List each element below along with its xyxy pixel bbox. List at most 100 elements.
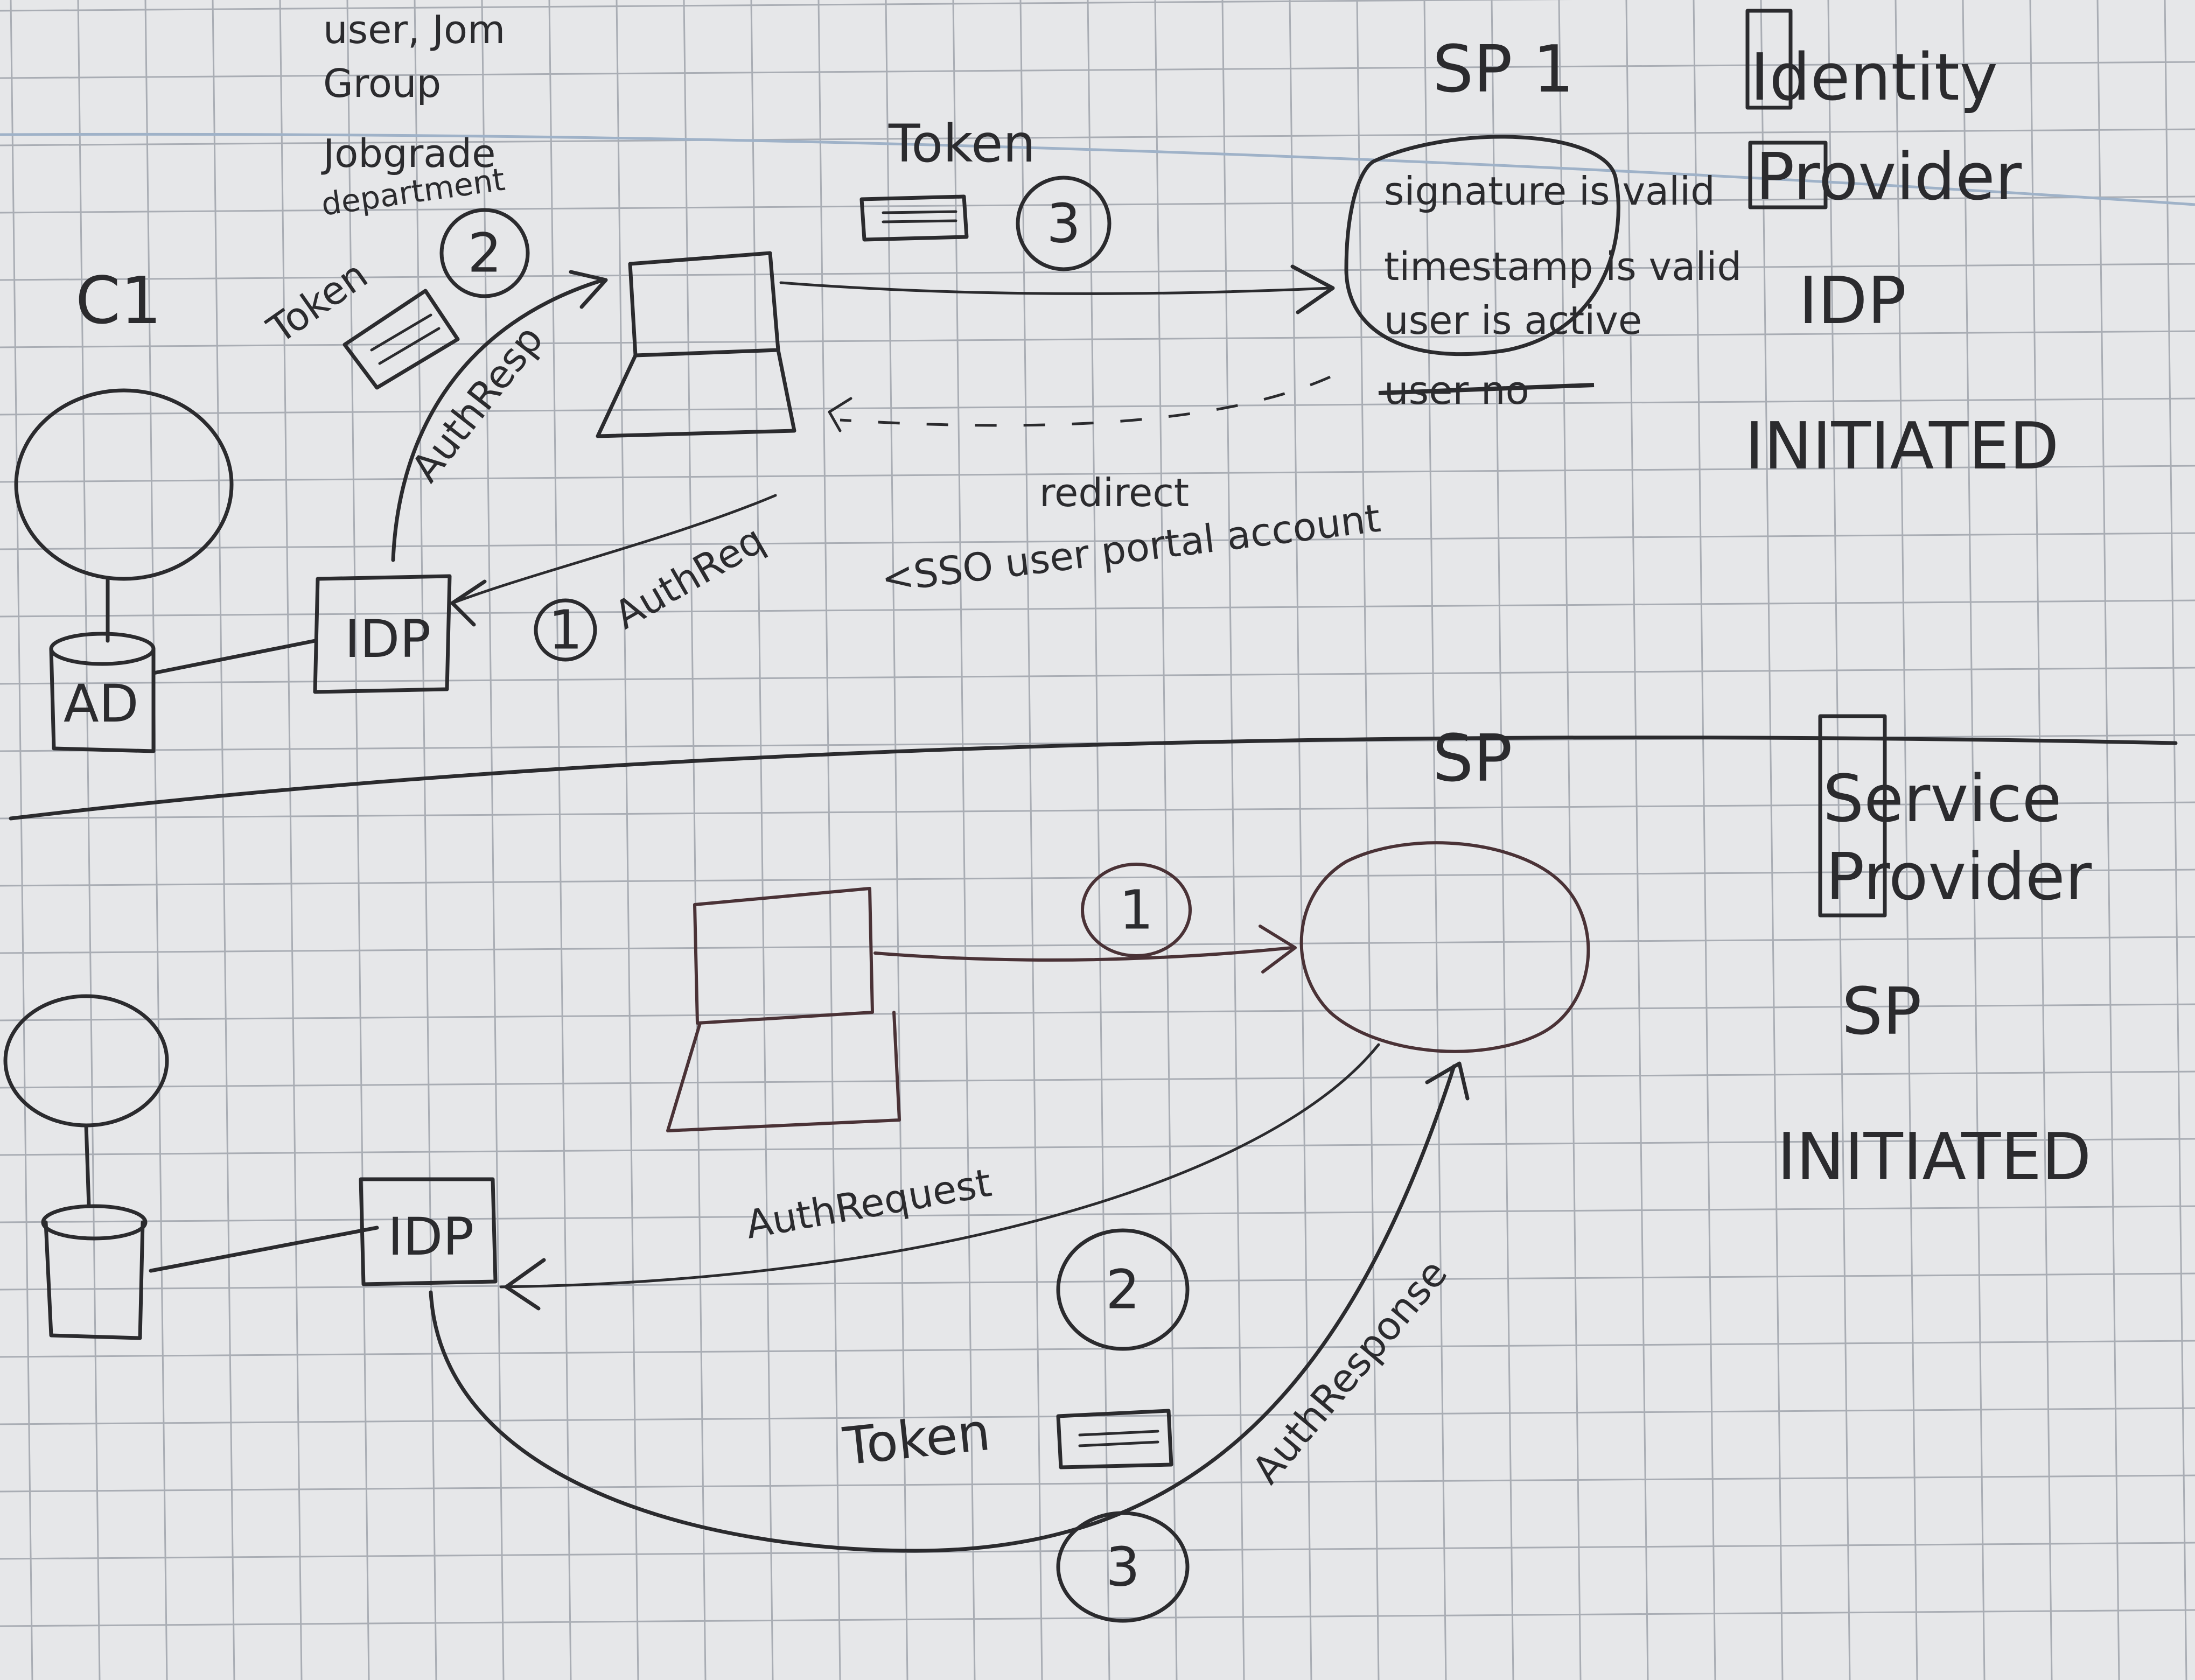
ad-idp-link — [151, 639, 317, 675]
user-figure-top — [14, 388, 234, 643]
token-top-label: Token — [888, 114, 1036, 174]
step-2-bottom-label: 2 — [1106, 1258, 1140, 1321]
grid-line-h — [0, 667, 2195, 685]
laptop-to-sp-arrow-bottom — [873, 925, 1297, 974]
step-2-top: 2 — [439, 208, 530, 298]
step-1-bottom: 1 — [1081, 863, 1192, 957]
grid-line-v — [1693, 0, 1716, 1680]
strikethrough — [1378, 383, 1595, 395]
grid-line-v — [2096, 0, 2120, 1680]
database-bottom — [41, 1204, 148, 1340]
grid-line-v — [10, 0, 33, 1680]
grid-line-v — [885, 0, 908, 1680]
grid-line-h — [0, 936, 2195, 954]
grid-line-h — [0, 1474, 2195, 1493]
grid-line-h — [0, 1205, 2195, 1223]
step-1-top: 1 — [534, 598, 597, 662]
grid-line-v — [1423, 0, 1447, 1680]
authresponse-label: AuthResponse — [1243, 1251, 1456, 1492]
user-figure-bottom — [3, 994, 169, 1208]
grid-line-h — [0, 195, 2195, 214]
grid-line-h — [0, 1070, 2195, 1089]
grid-line-v — [144, 0, 168, 1680]
grid-line-v — [346, 0, 370, 1680]
grid-line-v — [1356, 0, 1380, 1680]
check-timestamp: timestamp is valid — [1384, 244, 1742, 289]
authreq-arrow: AuthReq — [450, 494, 777, 638]
token-top: Token — [859, 114, 1036, 242]
authresp-arrow: AuthResp — [391, 270, 608, 562]
grid-line-v — [414, 0, 437, 1680]
sp1-label: SP 1 — [1432, 32, 1574, 107]
grid-line-h — [0, 1138, 2195, 1156]
grid-line-v — [1491, 0, 1514, 1680]
section-divider — [9, 736, 2178, 821]
grid-line-h — [0, 128, 2195, 146]
grid-line-v — [1895, 0, 1918, 1680]
grid-line-v — [683, 0, 707, 1680]
legend-idp-abbr: IDP — [1799, 264, 1906, 339]
grid-line-h — [0, 1340, 2195, 1358]
grid-line-v — [1019, 0, 1043, 1680]
grid-line-v — [1827, 0, 1851, 1680]
grid-line-v — [77, 0, 101, 1680]
grid-line-v — [279, 0, 303, 1680]
grid-line-v — [2029, 0, 2053, 1680]
legend-idp-initiated: Identity Provider IDP INITIATED — [1745, 9, 2059, 484]
user-attr-3: Jobgrade — [321, 131, 495, 176]
step-3-bottom-label: 3 — [1106, 1536, 1140, 1599]
user-attr-2: Group — [323, 61, 441, 106]
grid-line-h — [0, 465, 2195, 483]
legend-idp-mode: INITIATED — [1745, 409, 2059, 484]
sp-label-bottom: SP — [1432, 722, 1513, 796]
authreq-label: AuthReq — [607, 516, 772, 638]
step-2-top-label: 2 — [467, 222, 502, 285]
step-2-bottom: 2 — [1056, 1228, 1190, 1351]
grid-line-h — [0, 1272, 2195, 1291]
db-idp-link — [149, 1226, 379, 1273]
check-signature: signature is valid — [1384, 169, 1715, 214]
legend-sp-title-1: Service — [1823, 762, 2062, 837]
grid-line-v — [750, 0, 774, 1680]
grid-line-v — [1760, 0, 1784, 1680]
grid-line-v — [1154, 0, 1178, 1680]
idp-label-bottom: IDP — [388, 1207, 474, 1267]
step-3-top: 3 — [1016, 176, 1112, 271]
check-user-active: user is active — [1384, 298, 1642, 343]
grid-line-v — [616, 0, 639, 1680]
step-1-top-label: 1 — [548, 599, 583, 662]
laptop-bottom — [666, 887, 901, 1132]
authresponse-arrow: AuthResponse — [429, 1061, 1470, 1553]
grid-line-h — [0, 330, 2195, 348]
grid-line-h — [0, 0, 1574, 12]
authresp-label: AuthResp — [402, 317, 551, 490]
laptop-top — [596, 251, 796, 438]
user-attr-1: user, Jom — [323, 7, 505, 52]
grid-line-v — [481, 0, 505, 1680]
grid-line-h — [0, 801, 2195, 820]
grid-line-v — [1558, 0, 1582, 1680]
grid-line-v — [1289, 0, 1312, 1680]
step-1-bottom-label: 1 — [1119, 879, 1154, 942]
step-3-bottom: 3 — [1056, 1511, 1190, 1623]
grid-line-v — [212, 0, 235, 1680]
grid-line-h — [0, 1003, 2195, 1021]
grid-line-h — [0, 599, 2195, 618]
grid-line-v — [1221, 0, 1245, 1680]
legend-sp-mode: INITIATED — [1777, 1120, 2092, 1195]
idp-label-top: IDP — [345, 609, 431, 669]
ad-label: AD — [64, 674, 139, 734]
idp-initiated-diagram: C1 AD IDP user, Jom Group Jobgrade depar… — [14, 7, 1742, 753]
legend-sp-abbr: SP — [1842, 975, 1922, 1049]
idp-box-top: IDP — [313, 574, 452, 694]
margin-line — [0, 132, 2195, 206]
grid-line-h — [0, 1542, 2195, 1560]
sp1-node: SP 1 signature is valid timestamp is val… — [1344, 32, 1742, 413]
grid-line-h — [0, 61, 2195, 79]
redirect-arrow: redirect <SSO user portal account — [828, 375, 1383, 601]
legend-sp-initiated: Service Provider SP INITIATED — [1777, 714, 2092, 1195]
grid-line-v — [817, 0, 841, 1680]
grid-line-v — [1087, 0, 1110, 1680]
grid-line-h — [0, 532, 2195, 550]
